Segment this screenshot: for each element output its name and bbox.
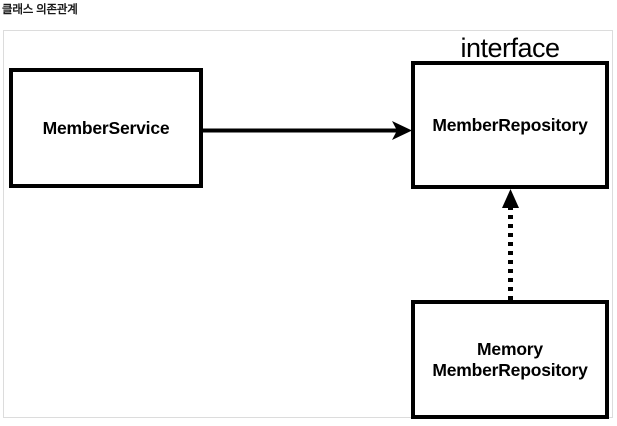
interface-stereotype-label: interface: [460, 33, 560, 63]
page-title: 클래스 의존관계: [2, 4, 78, 16]
class-box-member-service[interactable]: MemberService: [9, 68, 203, 188]
class-box-label: MemberService: [42, 117, 170, 138]
class-box-label: MemberRepository: [432, 114, 588, 135]
realization-arrow-dotted: [502, 189, 519, 300]
class-box-label: Memory MemberRepository: [432, 338, 588, 380]
dependency-arrow-solid: [203, 121, 412, 140]
class-box-member-repository[interactable]: MemberRepository: [411, 61, 609, 189]
class-box-memory-member-repository[interactable]: Memory MemberRepository: [411, 300, 609, 419]
